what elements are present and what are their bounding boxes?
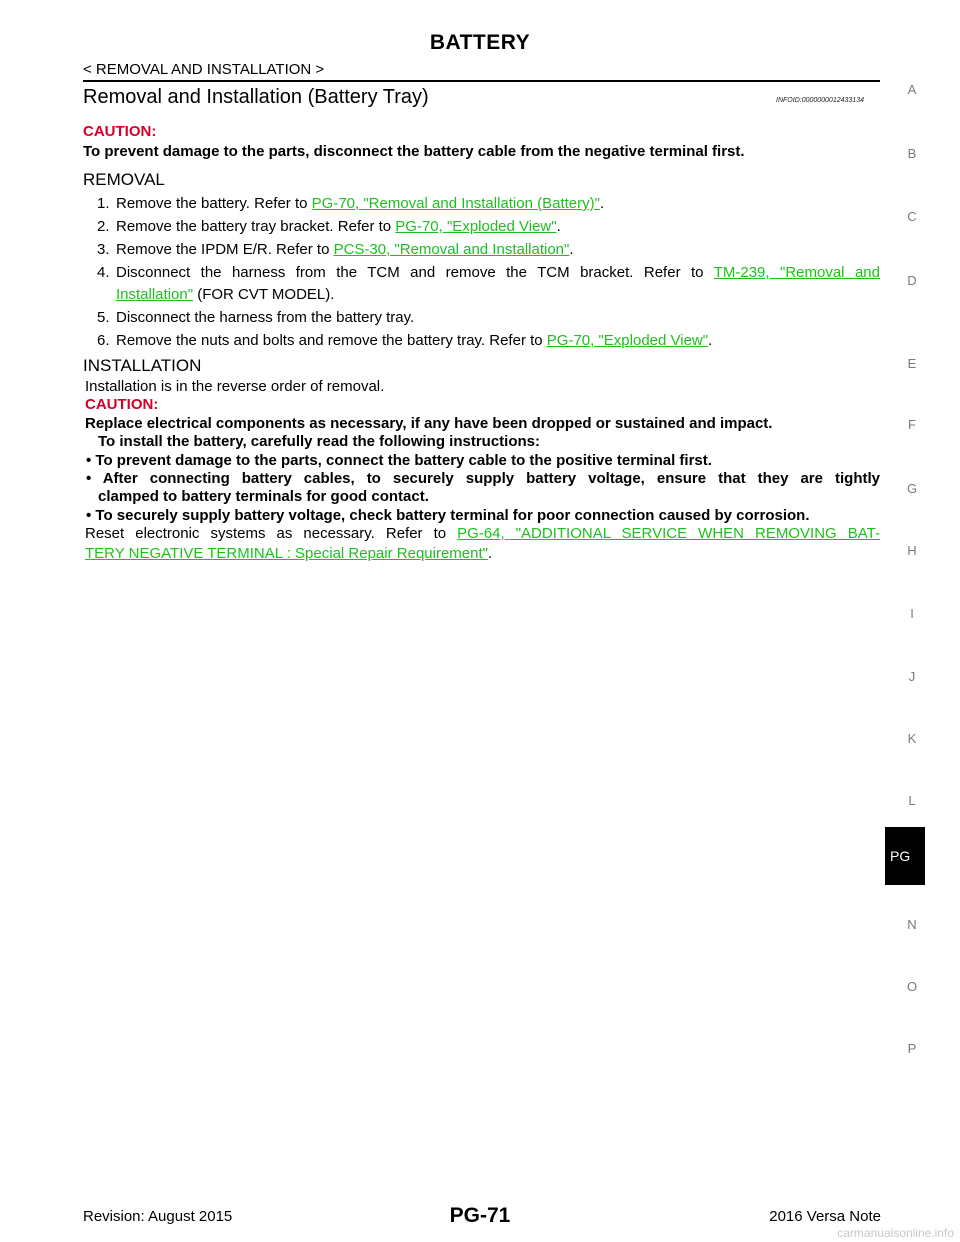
- reference-link[interactable]: PG-70, "Exploded View": [395, 218, 557, 235]
- removal-step: 3. Remove the IPDM E/R. Refer to PCS-30, …: [97, 241, 880, 258]
- step-number: 1.: [97, 195, 110, 212]
- reset-punct: .: [487, 545, 493, 562]
- reference-link[interactable]: PG-70, "Exploded View": [546, 332, 709, 349]
- info-id: INFOID:0000000012433134: [776, 97, 864, 104]
- index-letter-k[interactable]: K: [907, 731, 917, 746]
- caution-bullet: • To securely supply battery voltage, ch…: [86, 507, 880, 524]
- installation-intro: Installation is in the reverse order of …: [85, 378, 385, 395]
- bullet-text: After connecting battery cables, to secu…: [102, 470, 880, 487]
- index-letter-i[interactable]: I: [910, 606, 914, 621]
- breadcrumb: < REMOVAL AND INSTALLATION >: [83, 61, 325, 78]
- step-punct: .: [599, 195, 605, 212]
- page-number: PG-71: [449, 1204, 511, 1227]
- bullet-text: To securely supply battery voltage, chec…: [95, 507, 810, 524]
- removal-step-continuation: Installation" (FOR CVT MODEL).: [116, 286, 334, 303]
- step-punct: .: [569, 241, 574, 258]
- header-divider: [83, 80, 880, 82]
- step-number: 4.: [97, 264, 110, 281]
- reference-link[interactable]: PG-64, "ADDITIONAL SERVICE WHEN REMOVING…: [457, 525, 880, 542]
- step-text: Remove the nuts and bolts and remove the…: [116, 332, 547, 349]
- reference-link[interactable]: PCS-30, "Removal and Installation": [333, 241, 570, 258]
- active-section-tab[interactable]: PG: [885, 827, 925, 885]
- step-text: (FOR CVT MODEL).: [193, 286, 335, 303]
- removal-step: 5. Disconnect the harness from the batter…: [97, 309, 880, 326]
- index-letter-a[interactable]: A: [907, 82, 917, 97]
- step-text: Remove the battery tray bracket. Refer t…: [116, 218, 396, 235]
- bullet-text: To prevent damage to the parts, connect …: [95, 452, 712, 469]
- reference-link[interactable]: Installation": [116, 286, 194, 303]
- index-letter-c[interactable]: C: [907, 209, 917, 224]
- reference-link[interactable]: TM-239, "Removal and: [713, 264, 880, 281]
- model-name: 2016 Versa Note: [769, 1208, 881, 1225]
- index-letter-o[interactable]: O: [906, 979, 918, 994]
- watermark: carmanualsonline.info: [837, 1226, 954, 1240]
- reference-link[interactable]: TERY NEGATIVE TERMINAL : Special Repair …: [85, 545, 488, 562]
- index-letter-h[interactable]: H: [907, 543, 917, 558]
- index-letter-d[interactable]: D: [907, 273, 917, 288]
- document-title: BATTERY: [429, 31, 531, 54]
- step-number: 2.: [97, 218, 110, 235]
- installation-heading: INSTALLATION: [83, 356, 202, 375]
- section-title: Removal and Installation (Battery Tray): [83, 86, 429, 108]
- caution-text: Replace electrical components as necessa…: [85, 415, 773, 432]
- step-text: Remove the battery. Refer to: [116, 195, 312, 212]
- step-number: 5.: [97, 309, 110, 326]
- removal-step: 4. Disconnect the harness from the TCM an…: [97, 264, 880, 281]
- step-punct: .: [556, 218, 561, 235]
- step-punct: .: [708, 332, 713, 349]
- removal-heading: REMOVAL: [83, 170, 165, 189]
- bullet-dot: •: [86, 470, 103, 487]
- step-number: 6.: [97, 332, 110, 349]
- index-letter-g[interactable]: G: [906, 481, 918, 496]
- index-letter-n[interactable]: N: [907, 917, 917, 932]
- bullet-dot: •: [86, 452, 96, 469]
- reset-text: Reset electronic systems as necessary. R…: [85, 525, 458, 542]
- step-text: Disconnect the harness from the TCM and …: [116, 264, 714, 281]
- removal-step: 1. Remove the battery. Refer to PG-70, "R…: [97, 195, 880, 212]
- caution-label: CAUTION:: [85, 396, 159, 413]
- step-text: Remove the IPDM E/R. Refer to: [116, 241, 334, 258]
- index-letter-l[interactable]: L: [908, 793, 916, 808]
- step-text: Disconnect the harness from the battery …: [116, 309, 415, 326]
- index-letter-p[interactable]: P: [907, 1041, 917, 1056]
- index-letter-j[interactable]: J: [908, 669, 916, 684]
- step-number: 3.: [97, 241, 110, 258]
- reset-note-continuation: TERY NEGATIVE TERMINAL : Special Repair …: [85, 545, 492, 562]
- index-letter-e[interactable]: E: [907, 356, 917, 371]
- revision-date: Revision: August 2015: [83, 1208, 233, 1225]
- caution-text: To prevent damage to the parts, disconne…: [83, 143, 745, 160]
- index-letter-f[interactable]: F: [908, 417, 916, 432]
- index-letter-b[interactable]: B: [907, 146, 917, 161]
- caution-label: CAUTION:: [83, 123, 157, 140]
- reset-note: Reset electronic systems as necessary. R…: [85, 525, 880, 542]
- removal-step: 6. Remove the nuts and bolts and remove t…: [97, 332, 880, 349]
- caution-bullet: • To prevent damage to the parts, connec…: [86, 452, 880, 469]
- removal-step: 2. Remove the battery tray bracket. Refer…: [97, 218, 880, 235]
- bullet-continuation: clamped to battery terminals for good co…: [98, 488, 429, 505]
- reference-link[interactable]: PG-70, "Removal and Installation (Batter…: [311, 195, 600, 212]
- bullet-dot: •: [86, 507, 96, 524]
- caution-bullet: • After connecting battery cables, to se…: [86, 470, 880, 487]
- caution-subtext: To install the battery, carefully read t…: [98, 433, 541, 450]
